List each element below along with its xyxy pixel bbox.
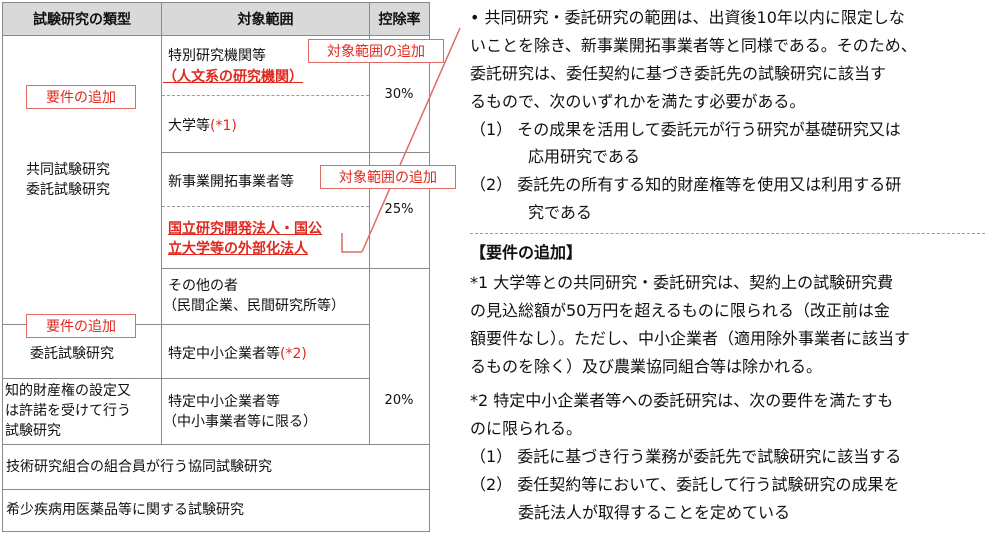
header-rate: 控除率 bbox=[369, 2, 430, 36]
note-1-line-1: *1 大学等との共同研究・委託研究は、契約上の試験研究費 bbox=[470, 273, 894, 292]
scope-sonota-1: その他の者 bbox=[168, 278, 238, 294]
scope-chusho-1: 特定中小企業者等 bbox=[168, 394, 280, 410]
scope-tokutei: 特定中小企業者等(*2) bbox=[168, 346, 307, 362]
condition-1-line-2: 応用研究である bbox=[528, 147, 640, 166]
callout-scope-add-2: 対象範囲の追加 bbox=[320, 165, 456, 189]
scope-shinjigyo: 新事業開拓事業者等 bbox=[168, 174, 294, 190]
note-bullet-line-2: いことを除き、新事業開拓事業者等と同様である。そのため、 bbox=[470, 36, 917, 55]
row-kisho-label: 希少疾病用医薬品等に関する試験研究 bbox=[6, 502, 244, 518]
note-2-line-1: *2 特定中小企業者等への委託研究は、次の要件を満たすも bbox=[470, 391, 894, 410]
condition-1-line-1: （1） その成果を活用して委託元が行う研究が基礎研究又は bbox=[470, 120, 901, 139]
note-2-item-2: （2） 委任契約等において、委託して行う試験研究の成果を bbox=[470, 475, 900, 494]
callout-req-add-1: 要件の追加 bbox=[26, 85, 136, 109]
divider-dashed bbox=[162, 95, 369, 96]
scope-jinbun: （人文系の研究機関） bbox=[163, 69, 303, 85]
rate-30: 30% bbox=[384, 87, 414, 102]
note-1-line-3: 額要件なし）。ただし、中小企業者（適用除外事業者に該当す bbox=[470, 329, 911, 348]
type-label-joint-1: 共同試験研究 bbox=[26, 162, 110, 178]
note-1-line-4: るものを除く）及び農業協同組合等は除かれる。 bbox=[470, 357, 823, 376]
scope-tokubetsu: 特別研究機関等 bbox=[168, 48, 266, 64]
note-bullet-line-1: • 共同研究・委託研究の範囲は、出資後10年以内に限定しな bbox=[470, 8, 905, 27]
note-bullet-line-3: 委託研究は、委任契約に基づき委託先の試験研究に該当す bbox=[470, 64, 887, 83]
type-label-ip-3: 試験研究 bbox=[5, 423, 61, 439]
scope-kokuritsu-1: 国立研究開発法人・国公 bbox=[168, 221, 322, 237]
callout-scope-add-1: 対象範囲の追加 bbox=[308, 39, 444, 63]
row-kisho bbox=[2, 489, 430, 532]
type-label-ip-2: は許諾を受けて行う bbox=[5, 403, 131, 419]
scope-daigaku: 大学等(*1) bbox=[168, 118, 237, 134]
rate-cell-20 bbox=[369, 268, 430, 445]
scope-kokuritsu-2: 立大学等の外部化法人 bbox=[168, 241, 308, 257]
condition-2-line-1: （2） 委託先の所有する知的財産権等を使用又は利用する研 bbox=[470, 175, 902, 194]
notes-divider bbox=[470, 233, 985, 234]
note-ref-1: (*1) bbox=[210, 118, 237, 134]
note-2-item-2-cont: 委託法人が取得することを定めている bbox=[518, 503, 791, 522]
scope-sonota-2: （民間企業、民間研究所等） bbox=[163, 298, 345, 314]
condition-2-line-2: 究である bbox=[528, 203, 592, 222]
callout-req-add-2: 要件の追加 bbox=[26, 314, 136, 338]
row-kumiai-label: 技術研究組合の組合員が行う協同試験研究 bbox=[6, 459, 272, 475]
note-2-line-2: のに限られる。 bbox=[470, 419, 583, 438]
note-bullet-line-4: るもので、次のいずれかを満たす必要がある。 bbox=[470, 92, 806, 111]
header-type: 試験研究の類型 bbox=[2, 2, 162, 36]
note-ref-2: (*2) bbox=[280, 346, 307, 362]
row-kumiai bbox=[2, 444, 430, 490]
rate-25: 25% bbox=[384, 202, 414, 217]
scope-chusho-2: （中小事業者等に限る） bbox=[163, 414, 317, 430]
rate-20: 20% bbox=[384, 393, 414, 408]
note-2-item-1: （1） 委託に基づき行う業務が委託先で試験研究に該当する bbox=[470, 447, 902, 466]
note-1-line-2: の見込総額が50万円を超えるものに限られる（改正前は金 bbox=[470, 301, 890, 320]
divider-dashed bbox=[162, 206, 369, 207]
req-header: 【要件の追加】 bbox=[470, 243, 583, 262]
scope-cell-other bbox=[161, 268, 370, 325]
type-label-contract: 委託試験研究 bbox=[30, 346, 114, 362]
type-label-ip-1: 知的財産権の設定又 bbox=[5, 383, 131, 399]
type-label-joint-2: 委託試験研究 bbox=[26, 182, 110, 198]
